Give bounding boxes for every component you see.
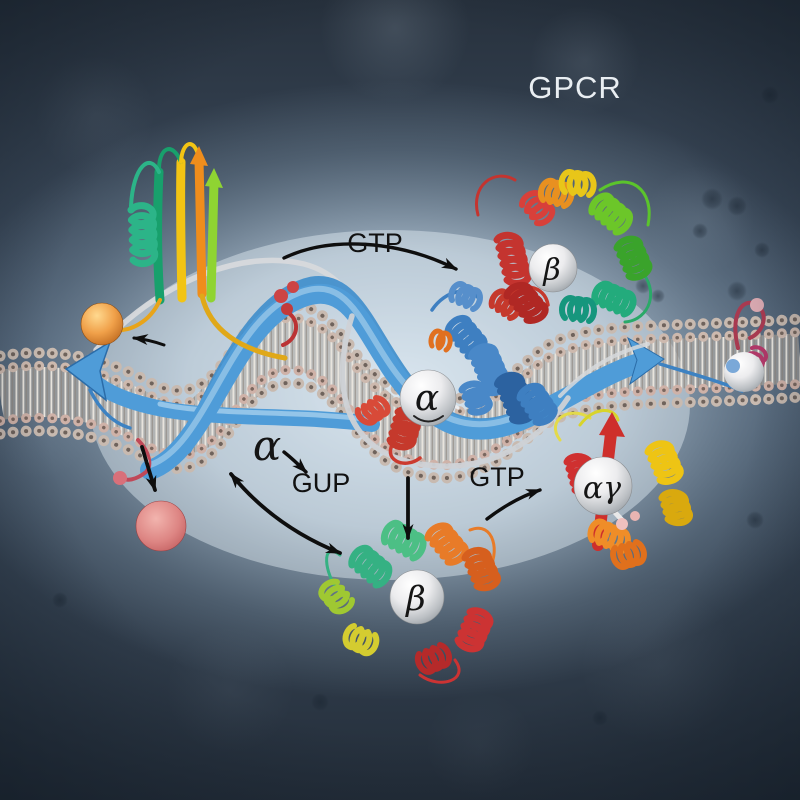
gtp-right-label: GTP — [469, 462, 525, 492]
gtp-top-arrow — [282, 242, 458, 271]
vesicle-arrow — [140, 445, 157, 492]
alpha-free-label: α — [253, 421, 281, 470]
exchange-double-arrow — [229, 472, 342, 555]
title-gpcr: GPCR — [528, 70, 622, 105]
gtp-top-label: GTP — [347, 228, 403, 258]
ligand-release-arrow — [132, 334, 166, 347]
alpha-to-gup-arrow — [282, 450, 308, 474]
gup-label: GUP — [292, 468, 351, 498]
gtp-right-arrow — [485, 488, 542, 521]
annotation-labels: GPCR GTP α GUP GTP — [253, 70, 622, 498]
annotation-arrows — [132, 242, 542, 555]
